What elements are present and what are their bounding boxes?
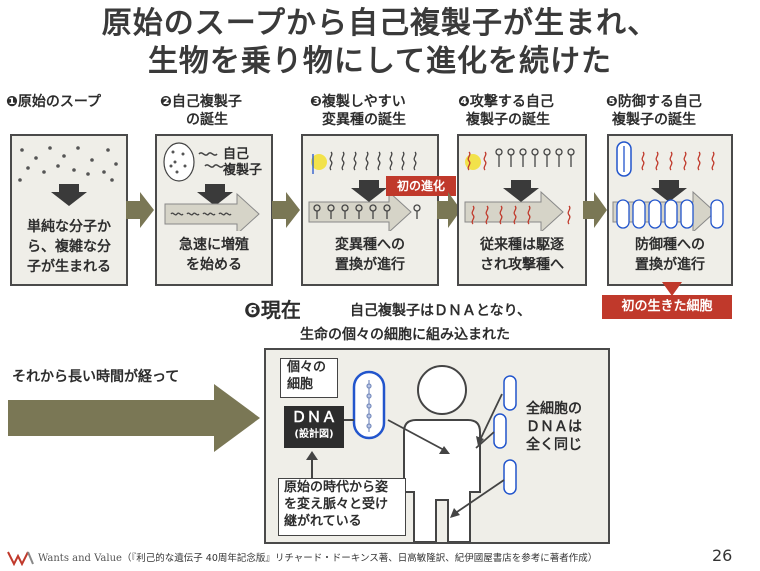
step1-text1: 単純な分子か	[27, 219, 111, 235]
mutant-diagram	[308, 151, 421, 231]
step5-title: ❺防御する自己	[606, 94, 702, 110]
flow-arrow-icon	[126, 192, 154, 228]
same-dna-text3: 全く同じ	[526, 437, 582, 453]
flow-arrow-icon	[437, 192, 461, 228]
replicator-label2: 複製子	[223, 163, 263, 178]
dna-blueprint-box: ＤＮＡ (設計図)	[284, 406, 344, 448]
step3-text1: 変異種への	[335, 237, 405, 253]
brand-logo-icon	[7, 551, 34, 566]
step4-title2: 複製子の誕生	[466, 112, 550, 128]
current-desc2: 生命の個々の細胞に組み込まれた	[300, 327, 510, 343]
step4-text1: 従来種は駆逐	[480, 237, 564, 253]
cell-label-box: 個々の 細胞	[280, 358, 338, 398]
same-dna-text1: 全細胞の	[526, 401, 582, 417]
replicator-diagram	[163, 142, 260, 231]
inherit-text3: 継がれている	[284, 514, 362, 529]
step2-title: ❷自己複製子	[160, 94, 242, 110]
step2-text1: 急速に増殖	[179, 237, 249, 253]
step1-text2: ら、複雑な分	[27, 239, 111, 255]
flow-arrow-icon	[272, 192, 300, 228]
step3-panel: 変異種への 置換が進行	[301, 134, 439, 286]
step4-text2: され攻撃種へ	[480, 257, 564, 273]
same-dna-text2: ＤＮＡは	[526, 419, 582, 435]
page-number: 26	[712, 546, 733, 565]
badge-pointer-icon	[662, 282, 682, 296]
step1-text3: 子が生まれる	[27, 259, 111, 275]
step4-panel: 従来種は駆逐 され攻撃種へ	[457, 134, 587, 286]
inherit-text1: 原始の時代から姿	[284, 480, 389, 495]
step5-title2: 複製子の誕生	[612, 112, 696, 128]
first-evolution-badge: 初の進化	[386, 176, 456, 196]
step5-text1: 防御種への	[635, 237, 705, 253]
human-body-diagram	[306, 365, 517, 542]
brand-logo-text: Wants and Value	[38, 553, 122, 564]
cell-label1: 個々の	[287, 360, 327, 375]
step3-title: ❸複製しやすい	[310, 94, 406, 110]
inherit-text2: を変え脈々と受け	[284, 497, 389, 512]
step5-panel: 防御種への 置換が進行	[607, 134, 733, 286]
dna-sub-label: (設計図)	[294, 429, 334, 440]
cell-label2: 細胞	[287, 377, 314, 392]
page-title-line1: 原始のスープから自己複製子が生まれ、	[101, 6, 659, 41]
dna-label: ＤＮＡ	[291, 408, 337, 426]
defender-diagram	[612, 141, 724, 231]
step1-title: ❶原始のスープ	[6, 94, 102, 110]
step2-panel: 自己 複製子 急速に増殖 を始める	[155, 134, 273, 286]
source-citation: （『利己的な遺伝子 40周年記念版』リチャード・ドーキンス著、日高敏隆訳、紀伊國…	[122, 553, 598, 564]
attacker-diagram	[464, 148, 575, 231]
step5-text2: 置換が進行	[635, 257, 705, 273]
current-heading: ❻現在	[244, 298, 301, 322]
step2-text2: を始める	[186, 257, 242, 273]
current-panel: 個々の 細胞 ＤＮＡ (設計図) 原始の時代から姿 を変え脈々と受け 継がれてい…	[264, 348, 610, 544]
flow-arrow-icon	[583, 192, 607, 228]
big-time-arrow-icon	[8, 384, 260, 452]
inheritance-box: 原始の時代から姿 を変え脈々と受け 継がれている	[278, 478, 406, 536]
replicator-label1: 自己	[223, 147, 250, 162]
molecule-dots-icon	[18, 146, 118, 206]
step4-title: ❹攻撃する自己	[458, 94, 554, 110]
page-title-line2: 生物を乗り物にして進化を続けた	[147, 44, 613, 79]
first-living-cell-badge: 初の生きた細胞	[602, 295, 732, 319]
step3-title2: 変異種の誕生	[322, 112, 406, 128]
step1-panel: 単純な分子か ら、複雑な分 子が生まれる	[10, 134, 128, 286]
current-desc1: 自己複製子はＤＮＡとなり、	[350, 303, 532, 319]
step2-title2: の誕生	[186, 112, 228, 128]
step3-text2: 置換が進行	[335, 257, 405, 273]
time-label: それから長い時間が経って	[12, 369, 180, 385]
